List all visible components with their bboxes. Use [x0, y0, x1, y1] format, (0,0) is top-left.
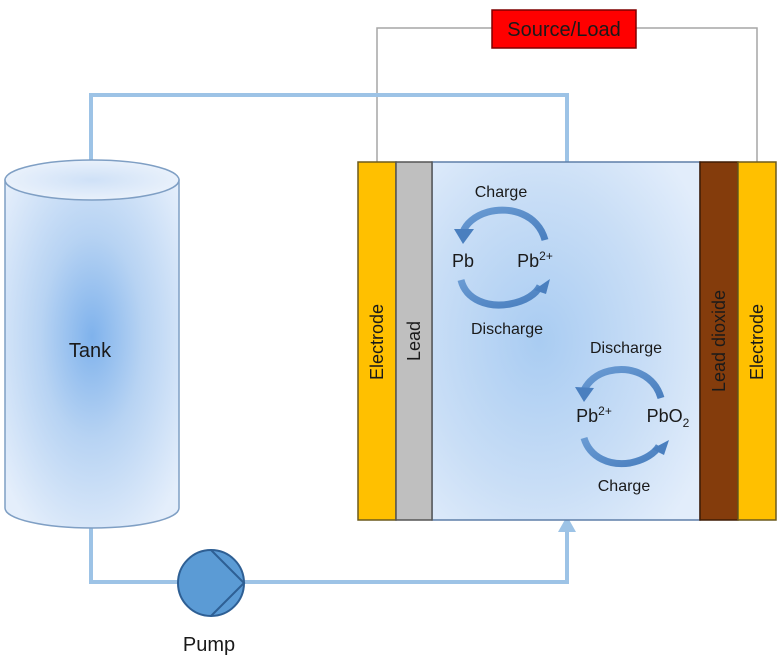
pump: Pump [177, 549, 246, 656]
lead-dioxide-plate [699, 161, 739, 521]
circuit-wires [376, 27, 758, 162]
charge-arc-top [459, 206, 549, 242]
lead-dioxide-label: Lead dioxide [709, 290, 729, 392]
top-right-species: Pb2+ [517, 249, 553, 271]
pump-icon [210, 549, 246, 617]
flow-pipes [89, 93, 569, 584]
arrow-head-icon [575, 387, 594, 402]
electrode-right [737, 161, 777, 521]
lead-plate [395, 161, 433, 521]
source-load-box: Source/Load [491, 9, 637, 49]
tank-label: Tank [69, 340, 112, 362]
top-discharge-label: Discharge [471, 321, 543, 338]
arrow-head-icon [652, 440, 669, 455]
charge-arc-bottom [580, 436, 663, 468]
discharge-arc-top [457, 278, 544, 309]
bottom-left-species: Pb2+ [576, 404, 612, 426]
bottom-reaction-cycle: Discharge Pb2+ PbO2 Charge [575, 340, 690, 495]
battery-cell: Electrode Lead Lead dioxide Electrode [357, 161, 777, 521]
arrow-head-icon [534, 279, 550, 294]
electrode-left-label: Electrode [367, 304, 387, 380]
electrode-right-label: Electrode [747, 304, 767, 380]
up-arrow-icon [558, 516, 576, 532]
electrolyte [431, 161, 701, 521]
top-reaction-cycle: Charge Pb Pb2+ Discharge [452, 184, 553, 338]
bottom-discharge-label: Discharge [590, 340, 662, 357]
top-left-species: Pb [452, 251, 474, 271]
pump-label: Pump [183, 634, 235, 656]
arrow-head-icon [454, 229, 474, 244]
source-load-label: Source/Load [507, 19, 620, 41]
top-charge-label: Charge [475, 184, 528, 201]
electrode-left [357, 161, 397, 521]
tank: Tank [4, 159, 180, 529]
lead-label: Lead [404, 321, 424, 361]
bottom-right-species: PbO2 [647, 406, 690, 430]
discharge-arc-bottom [580, 366, 665, 400]
bottom-charge-label: Charge [598, 478, 651, 495]
